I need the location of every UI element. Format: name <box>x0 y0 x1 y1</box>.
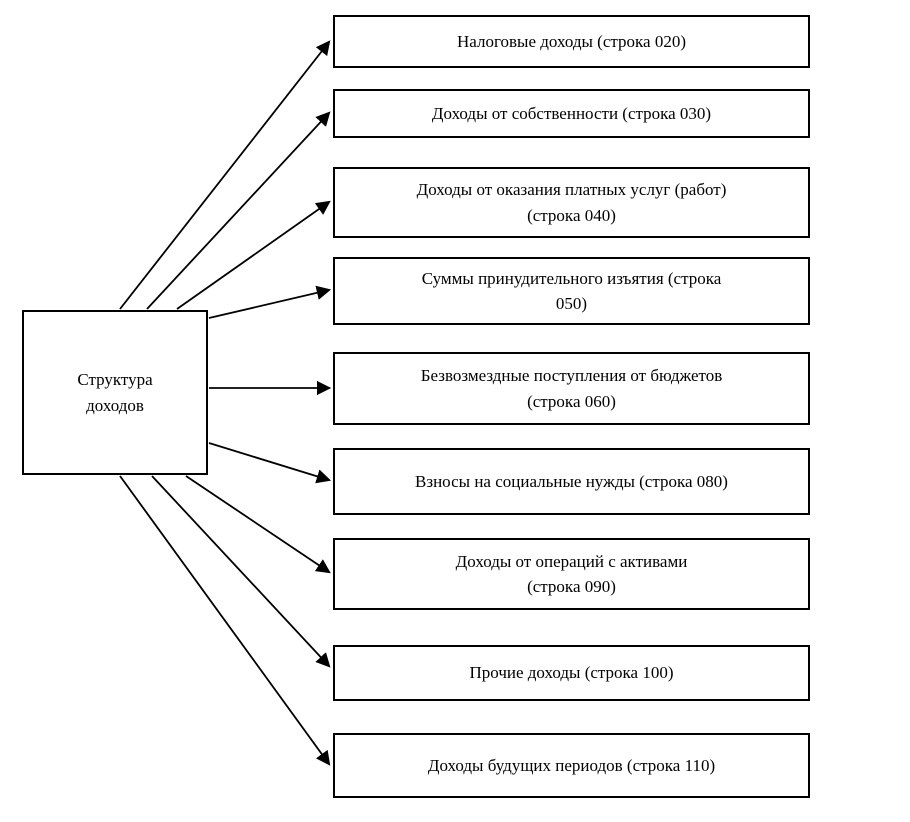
arrow-paid-services-income <box>176 200 331 310</box>
node-label-line2: (строка 060) <box>527 391 616 411</box>
node-label: Безвозмездные поступления от бюджетов (с… <box>421 363 723 414</box>
arrow-property-income <box>146 111 331 310</box>
node-label-line2: (строка 040) <box>527 205 616 225</box>
node-label: Налоговые доходы (строка 020) <box>457 29 686 55</box>
node-tax-income: Налоговые доходы (строка 020) <box>333 15 810 68</box>
node-future-periods-income: Доходы будущих периодов (строка 110) <box>333 733 810 798</box>
node-gratuitous-budget-receipts: Безвозмездные поступления от бюджетов (с… <box>333 352 810 425</box>
node-label-line2: (строка 090) <box>527 577 616 596</box>
root-node-label: Структура доходов <box>77 367 152 418</box>
node-label-line1: Доходы от оказания платных услуг (работ) <box>416 180 727 199</box>
node-label-line1: Прочие доходы (строка 100) <box>469 663 674 683</box>
arrow-other-income <box>151 475 331 668</box>
node-label-line1: Налоговые доходы (строка 020) <box>457 31 686 51</box>
node-label: Доходы от собственности (строка 030) <box>432 101 711 127</box>
node-label: Взносы на социальные нужды (строка 080) <box>415 469 728 495</box>
arrow-tax-income <box>119 40 331 310</box>
arrow-forced-seizure-sums <box>208 285 332 319</box>
node-label-line1: Суммы принудительного изъятия (строка <box>421 268 722 288</box>
node-label: Прочие доходы (строка 100) <box>470 660 674 686</box>
root-node-income-structure: Структура доходов <box>22 310 208 475</box>
node-label-line2: 050) <box>555 294 588 313</box>
node-other-income: Прочие доходы (строка 100) <box>333 645 810 701</box>
node-paid-services-income: Доходы от оказания платных услуг (работ)… <box>333 167 810 238</box>
node-property-income: Доходы от собственности (строка 030) <box>333 89 810 138</box>
root-node-label-line2: доходов <box>86 395 144 415</box>
arrow-asset-operations-income <box>185 475 331 574</box>
node-label: Доходы будущих периодов (строка 110) <box>428 753 715 779</box>
arrow-future-periods-income <box>119 475 331 766</box>
node-social-needs-contributions: Взносы на социальные нужды (строка 080) <box>333 448 810 515</box>
node-forced-seizure-sums: Суммы принудительного изъятия (строка 05… <box>333 257 810 325</box>
node-label: Доходы от оказания платных услуг (работ)… <box>417 177 727 228</box>
node-label-line1: Безвозмездные поступления от бюджетов <box>420 366 723 385</box>
arrow-social-needs-contributions <box>208 442 332 484</box>
root-node-label-line1: Структура <box>77 370 153 389</box>
node-label-line1: Доходы от операций с активами <box>455 551 688 571</box>
node-label: Доходы от операций с активами (строка 09… <box>456 549 688 600</box>
node-label-line1: Доходы от собственности (строка 030) <box>431 103 712 123</box>
node-label: Суммы принудительного изъятия (строка 05… <box>422 266 722 317</box>
node-label-line1: Доходы будущих периодов (строка 110) <box>427 755 716 775</box>
node-label-line1: Взносы на социальные нужды (строка 080) <box>415 471 728 491</box>
node-asset-operations-income: Доходы от операций с активами (строка 09… <box>333 538 810 610</box>
